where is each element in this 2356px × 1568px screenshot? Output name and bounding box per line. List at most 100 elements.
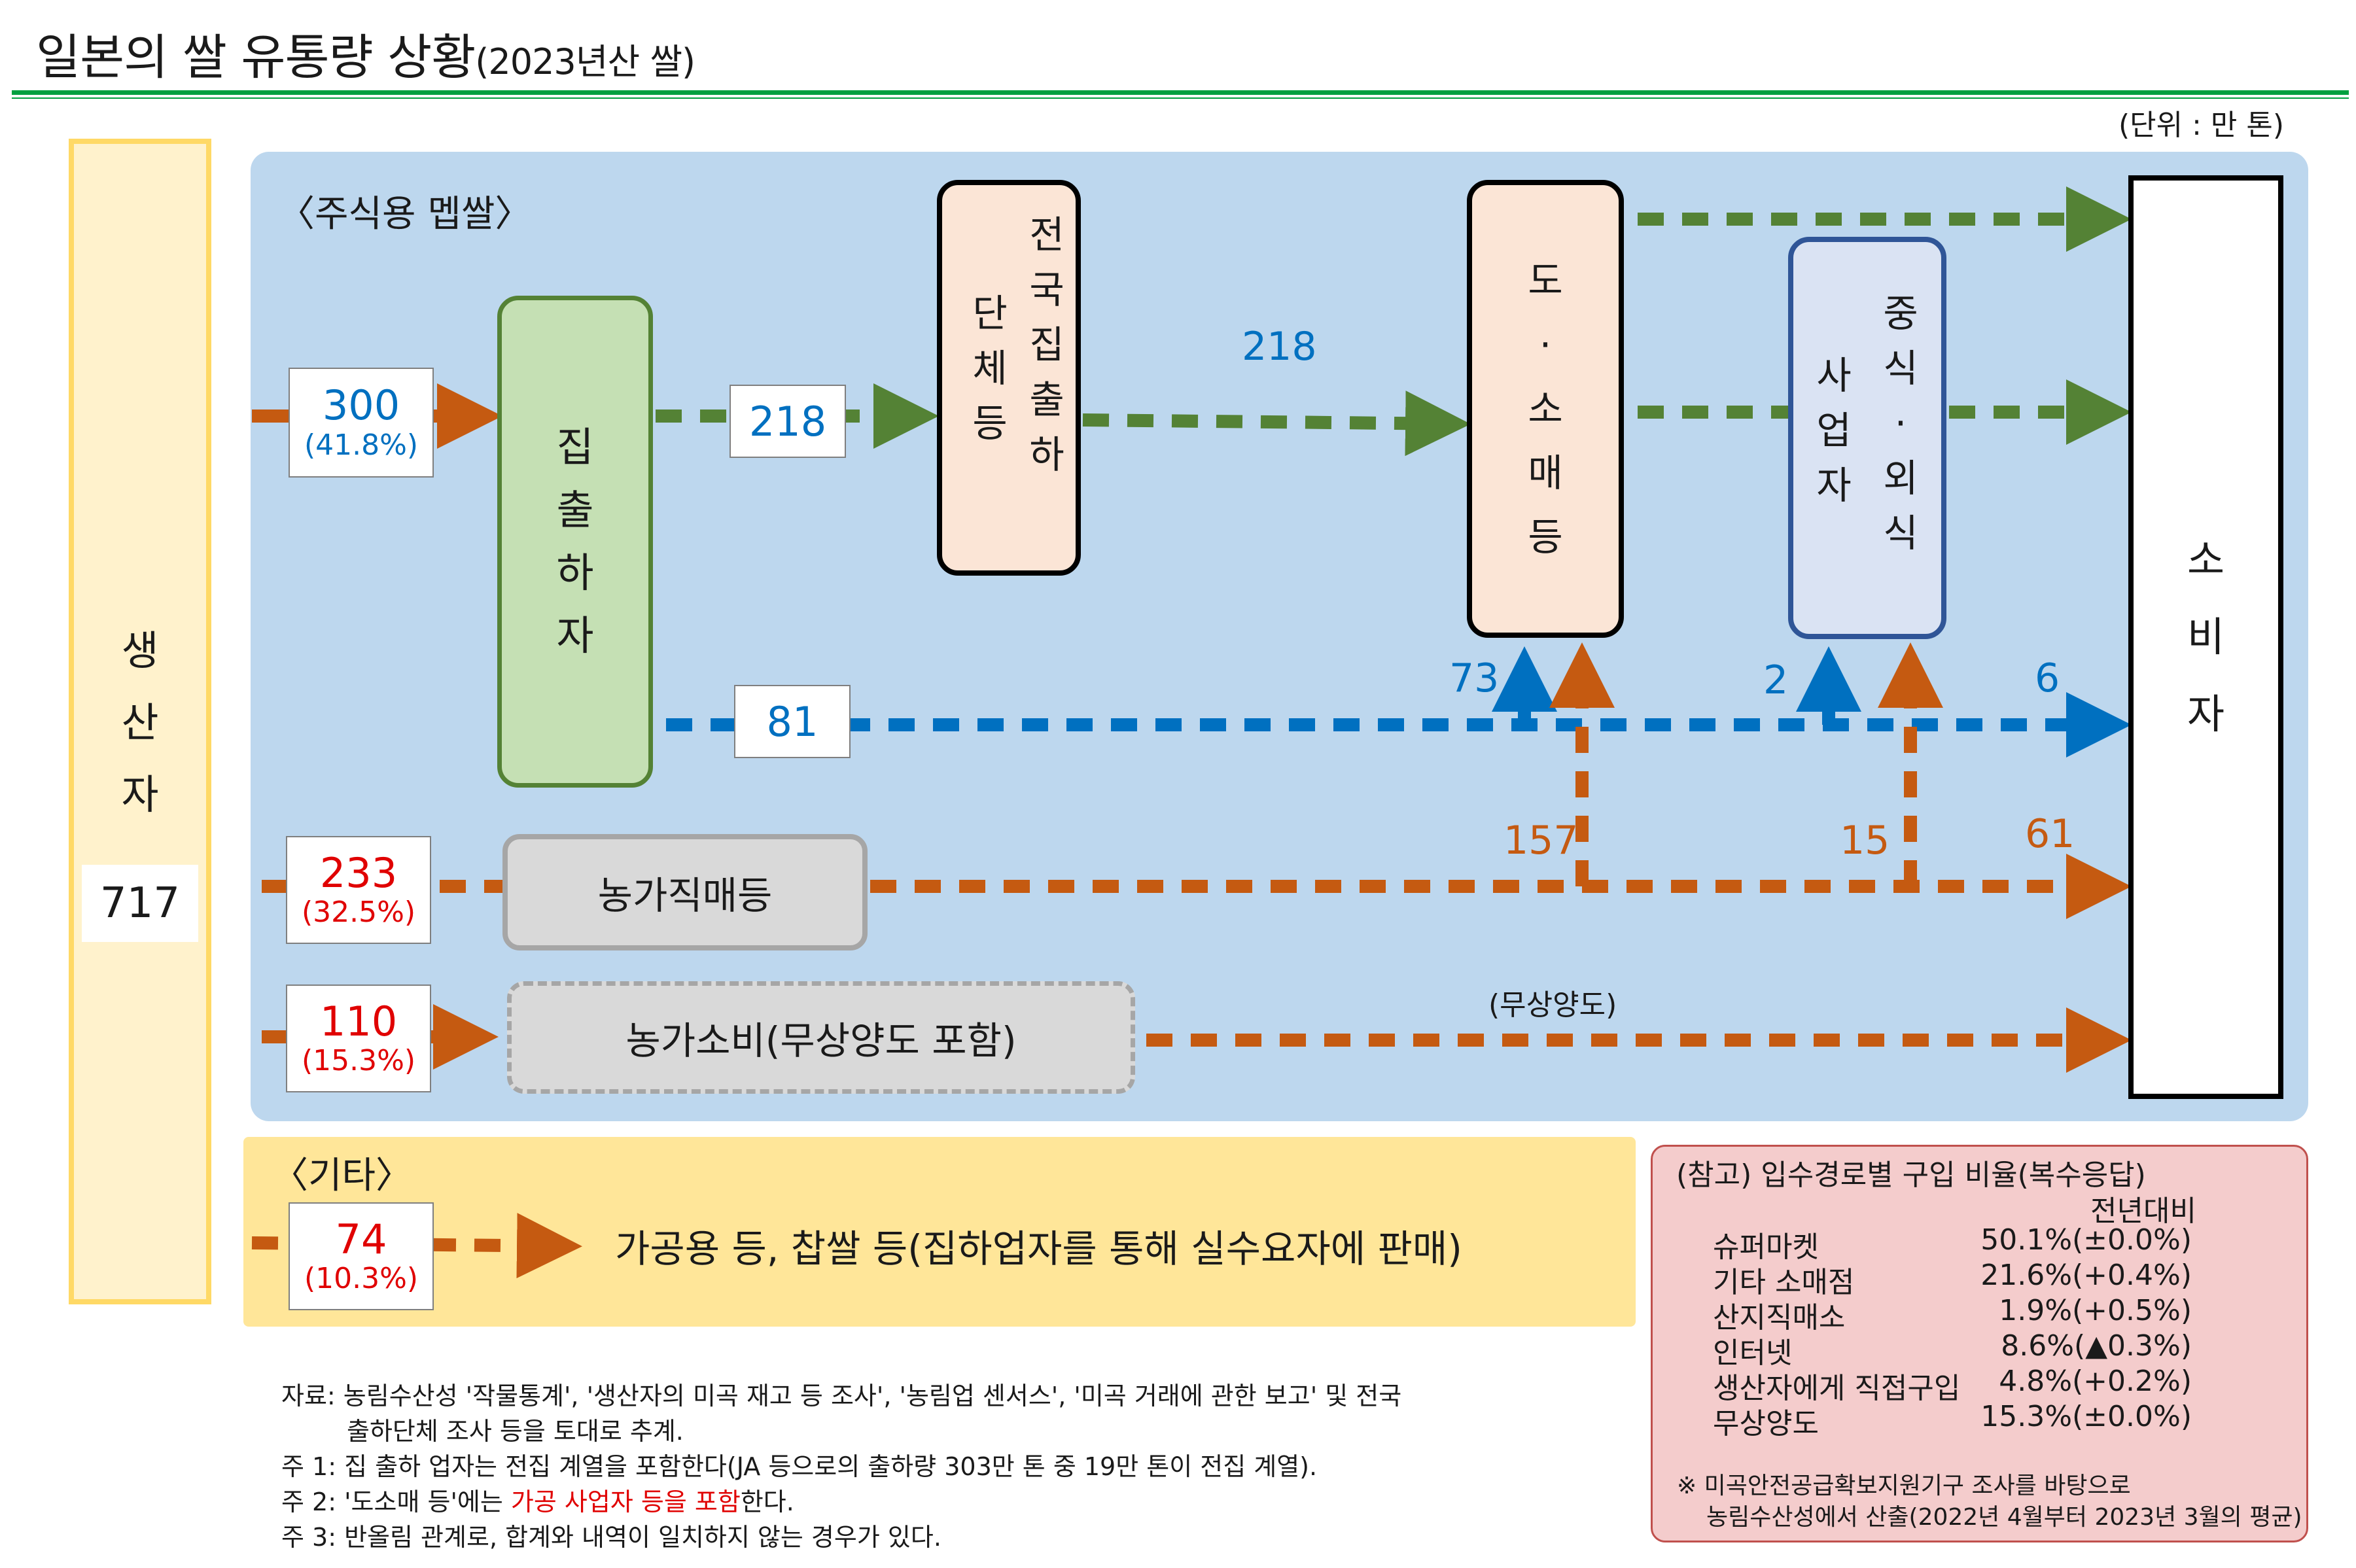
producer-char-3: 자: [121, 771, 159, 818]
foodservice-c1-3: ·: [1894, 401, 1907, 445]
foodservice-c1-2: 식: [1883, 346, 1918, 391]
other-area: [243, 1137, 1636, 1327]
header-divider-thin: [12, 97, 2349, 99]
reference-row-name: 무상양도: [1713, 1407, 1819, 1440]
staple-rice-label: 〈주식용 멥쌀〉: [278, 193, 532, 235]
wholesale-char-2: ·: [1539, 322, 1552, 367]
foodservice-c2-3: 자: [1816, 463, 1852, 508]
value-233: 233: [319, 848, 398, 897]
note-2-highlight: 가공 사업자 등을 포함: [510, 1487, 741, 1516]
note-3: 주 3: 반올림 관계로, 합계와 내역이 일치하지 않는 경우가 있다.: [281, 1522, 941, 1552]
share-325: (32.5%): [301, 896, 416, 930]
wholesale-char-3: 소: [1528, 387, 1563, 431]
reference-box: [1651, 1145, 2308, 1542]
national-col2: 단 체 등: [967, 294, 1013, 442]
note-2: 주 2: '도소매 등'에는 가공 사업자 등을 포함한다.: [281, 1485, 1401, 1520]
wholesale-char-1: 도: [1528, 258, 1563, 303]
wholesale-box: 도 · 소 매 등: [1467, 180, 1624, 638]
note-2-a: 주 2: '도소매 등'에는: [281, 1487, 511, 1516]
source-line-1: 자료: 농림수산성 '작물통계', '생산자의 미곡 재고 등 조사', '농림…: [281, 1382, 1402, 1410]
label-2: 2: [1763, 657, 1789, 703]
unit-label: (단위 : 만 톤): [2119, 109, 2285, 142]
label-15: 15: [1840, 818, 1890, 863]
header-divider: [12, 90, 2349, 95]
producer-label: 생 산 자: [69, 615, 211, 831]
national-c2-1: 단: [972, 291, 1008, 336]
national-c1-3: 집: [1029, 322, 1064, 367]
label-157: 157: [1503, 818, 1579, 863]
label-free-transfer: (무상양도): [1488, 988, 1617, 1022]
reference-row-value: 21.6%(+0.4%): [1980, 1259, 2192, 1292]
page-title: 일본의 쌀 유통량 상황(2023년산 쌀): [36, 18, 695, 88]
note-1: 주 1: 집 출하 업자는 전집 계열을 포함한다(JA 등으로의 출하량 30…: [281, 1452, 1318, 1481]
foodservice-box: [1788, 237, 1946, 639]
wholesale-char-4: 매: [1528, 451, 1563, 495]
producer-char-2: 산: [121, 699, 159, 746]
reference-row-value: 8.6%(▲0.3%): [2001, 1329, 2192, 1363]
foodservice-c2-1: 사: [1816, 353, 1852, 398]
value-300: 300: [322, 381, 400, 430]
value-74: 74: [335, 1215, 387, 1263]
producer-char-1: 생: [121, 627, 159, 674]
reference-col-header: 전년대비: [2090, 1194, 2196, 1228]
reference-note-1: ※ 미곡안전공급확보지원기구 조사를 바탕으로: [1677, 1472, 2131, 1499]
collector-char-4: 자: [556, 612, 594, 659]
value-box-110: 110 (15.3%): [286, 984, 431, 1092]
reference-row-name: 산지직매소: [1713, 1301, 1846, 1334]
national-c1-2: 국: [1029, 268, 1064, 312]
consumer-box: 소 비 자: [2128, 175, 2283, 1099]
reference-row-name: 기타 소매점: [1713, 1266, 1855, 1299]
source-line-2: 출하단체 조사 등을 토대로 추계.: [347, 1416, 684, 1446]
reference-row-value: 1.9%(+0.5%): [1999, 1294, 2192, 1327]
consumer-char-1: 소: [2187, 536, 2225, 584]
label-218-b: 218: [1242, 324, 1317, 370]
reference-title: (참고) 입수경로별 구입 비율(복수응답): [1676, 1159, 2146, 1192]
title-main: 일본의 쌀 유통량 상황: [36, 29, 476, 86]
reference-row-value: 50.1%(±0.0%): [1980, 1223, 2192, 1257]
note-2-c: 한다.: [740, 1487, 794, 1516]
foodservice-col1: 중 식 · 외 식: [1878, 294, 1924, 552]
consumer-char-2: 비: [2187, 613, 2225, 661]
value-110: 110: [319, 997, 398, 1045]
reference-row-name: 생산자에게 직접구입: [1713, 1372, 1961, 1405]
reference-row-value: 15.3%(±0.0%): [1980, 1400, 2192, 1433]
foodservice-col2: 사 업 자: [1811, 357, 1857, 504]
foodservice-c2-2: 업: [1816, 408, 1852, 453]
national-c1-1: 전: [1029, 213, 1064, 257]
collector-char-3: 하: [556, 549, 594, 597]
reference-row-name: 슈퍼마켓: [1713, 1230, 1819, 1264]
share-153: (15.3%): [301, 1044, 416, 1078]
foodservice-c1-5: 식: [1883, 511, 1918, 555]
value-box-74: 74 (10.3%): [289, 1202, 434, 1310]
value-box-218-a: 218: [730, 385, 846, 458]
value-box-81: 81: [734, 685, 851, 758]
reference-row-value: 4.8%(+0.2%): [1999, 1365, 2192, 1398]
label-6: 6: [2035, 655, 2060, 701]
collector-char-1: 집: [556, 423, 594, 471]
producer-column: [69, 139, 211, 1304]
reference-row-name: 인터넷: [1713, 1336, 1793, 1370]
share-103: (10.3%): [304, 1262, 419, 1296]
value-box-233: 233 (32.5%): [286, 836, 431, 944]
national-c2-3: 등: [972, 401, 1008, 445]
national-box: [937, 180, 1081, 576]
producer-total: 717: [82, 865, 198, 942]
label-61: 61: [2025, 811, 2075, 857]
farm-consumption-box: 농가소비(무상양도 포함): [507, 981, 1135, 1094]
wholesale-char-5: 등: [1528, 515, 1563, 559]
share-418: (41.8%): [304, 428, 419, 462]
national-c1-5: 하: [1029, 432, 1064, 477]
national-c2-2: 체: [972, 346, 1008, 391]
arrow-national-to-wholesale: [1082, 391, 1471, 457]
reference-note-2: 농림수산성에서 산출(2022년 4월부터 2023년 3월의 평균): [1706, 1504, 2302, 1531]
label-73: 73: [1449, 655, 1500, 701]
title-sub: (2023년산 쌀): [475, 41, 695, 82]
collector-char-2: 출: [556, 486, 594, 534]
footnotes: 자료: 농림수산성 '작물통계', '생산자의 미곡 재고 등 조사', '농림…: [281, 1379, 1401, 1556]
national-c1-4: 출: [1029, 377, 1064, 422]
value-box-300: 300 (41.8%): [289, 368, 434, 478]
other-description: 가공용 등, 찹쌀 등(집하업자를 통해 실수요자에 판매): [615, 1227, 1462, 1271]
foodservice-c1-4: 외: [1883, 456, 1918, 500]
collector-box: 집 출 하 자: [497, 296, 653, 788]
other-label: 〈기타〉: [272, 1155, 413, 1197]
